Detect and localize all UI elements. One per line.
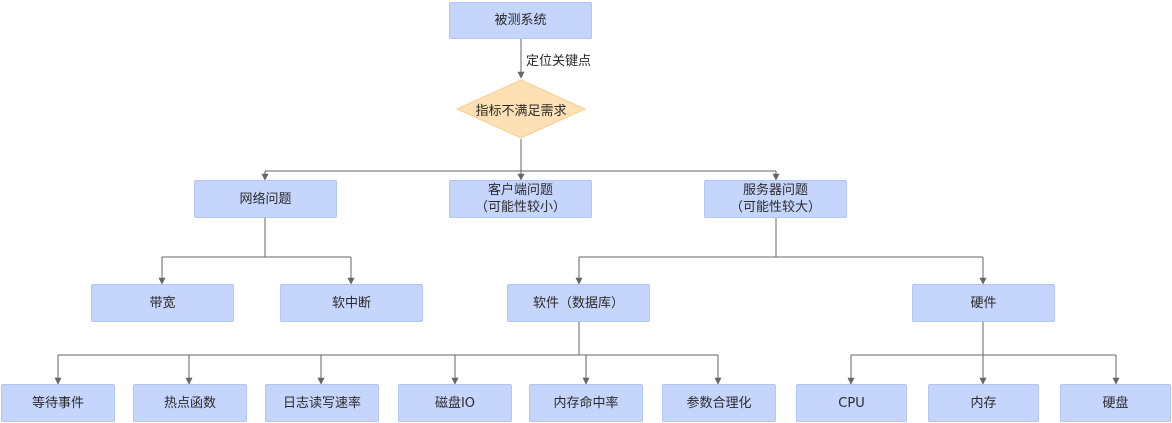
memory-hit-rate-node: 内存命中率 bbox=[529, 384, 643, 422]
memory-label: 内存 bbox=[970, 395, 997, 411]
soft-interrupt-node: 软中断 bbox=[280, 284, 423, 322]
disk-io-node: 磁盘IO bbox=[398, 384, 512, 422]
hot-function-node: 热点函数 bbox=[133, 384, 247, 422]
decision-label: 指标不满足需求 bbox=[475, 103, 567, 119]
hardware-node: 硬件 bbox=[912, 284, 1055, 322]
bandwidth-node: 带宽 bbox=[91, 284, 234, 322]
root-label: 被测系统 bbox=[494, 13, 547, 28]
software-database-label: 软件（数据库） bbox=[532, 295, 624, 311]
bandwidth-label: 带宽 bbox=[149, 295, 176, 311]
edge-label: 定位关键点 bbox=[526, 54, 592, 69]
hardware-label: 硬件 bbox=[970, 295, 997, 311]
cpu-node: CPU bbox=[796, 384, 907, 422]
server-issue-note: （可能性较大） bbox=[729, 200, 821, 215]
hot-function-label: 热点函数 bbox=[163, 395, 216, 411]
network-issue-node: 网络问题 bbox=[194, 180, 337, 218]
client-issue-note: （可能性较小） bbox=[474, 200, 566, 215]
wait-event-label: 等待事件 bbox=[31, 395, 84, 411]
disk-io-label: 磁盘IO bbox=[434, 395, 476, 411]
server-issue-label: 服务器问题 bbox=[742, 183, 808, 198]
disk-node: 硬盘 bbox=[1060, 384, 1171, 422]
disk-label: 硬盘 bbox=[1102, 395, 1129, 411]
client-issue-node: 客户端问题 （可能性较小） bbox=[449, 180, 592, 218]
cpu-label: CPU bbox=[838, 395, 865, 411]
soft-interrupt-label: 软中断 bbox=[331, 295, 371, 311]
param-tuning-label: 参数合理化 bbox=[686, 395, 752, 411]
software-database-node: 软件（数据库） bbox=[507, 284, 650, 322]
server-issue-node: 服务器问题 （可能性较大） bbox=[704, 180, 847, 218]
decision-node: 指标不满足需求 bbox=[456, 79, 586, 139]
log-rw-rate-node: 日志读写速率 bbox=[265, 384, 379, 422]
decision-diamond-shape bbox=[456, 79, 586, 139]
log-rw-rate-label: 日志读写速率 bbox=[282, 395, 361, 411]
wait-event-node: 等待事件 bbox=[1, 384, 115, 422]
memory-hit-rate-label: 内存命中率 bbox=[553, 395, 619, 411]
network-issue-label: 网络问题 bbox=[239, 191, 292, 207]
param-tuning-node: 参数合理化 bbox=[662, 384, 776, 422]
memory-node: 内存 bbox=[928, 384, 1039, 422]
client-issue-label: 客户端问题 bbox=[487, 183, 553, 198]
root-node: 被测系统 bbox=[449, 2, 592, 39]
